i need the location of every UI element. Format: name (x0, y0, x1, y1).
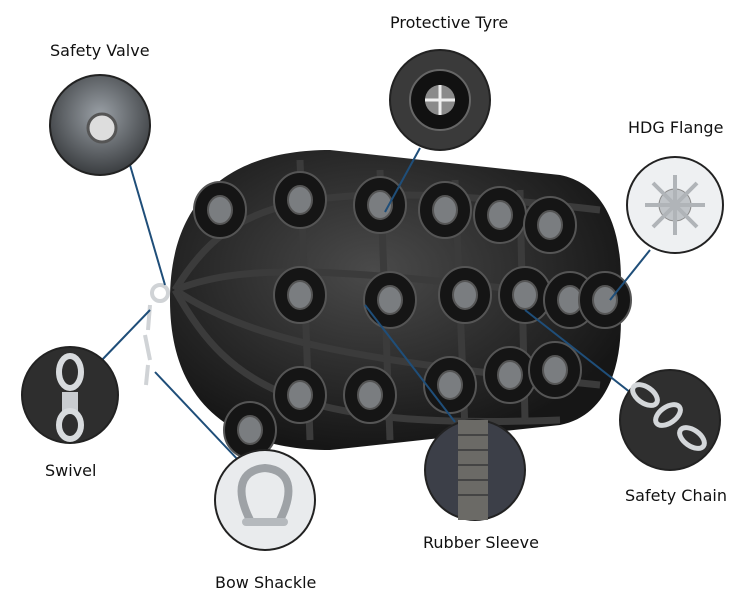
tyre-icon (483, 346, 537, 404)
label-hdg-flange: HDG Flange (628, 118, 724, 137)
label-safety-valve: Safety Valve (50, 41, 150, 60)
label-protective-tyre: Protective Tyre (390, 13, 509, 32)
detail-swivel (21, 346, 119, 444)
tyre-icon (273, 266, 327, 324)
tyre-icon (438, 266, 492, 324)
label-bow-shackle: Bow Shackle (215, 573, 317, 592)
detail-bow-shackle (214, 449, 316, 551)
detail-protective-tyre (389, 49, 491, 151)
tyre-icon (273, 366, 327, 424)
detail-safety-chain (619, 369, 721, 471)
tyre-icon (193, 181, 247, 239)
tyre-icon (343, 366, 397, 424)
label-safety-chain: Safety Chain (625, 486, 727, 505)
tyre-icon (418, 181, 472, 239)
tyre-icon (473, 186, 527, 244)
label-swivel: Swivel (45, 461, 97, 480)
tyre-icon (498, 266, 552, 324)
tyre-icon (353, 176, 407, 234)
tyre-icon (523, 196, 577, 254)
tyre-icon (423, 356, 477, 414)
detail-safety-valve (49, 74, 151, 176)
tyre-icon (273, 171, 327, 229)
detail-hdg-flange (626, 156, 724, 254)
tyre-icon (528, 341, 582, 399)
tyre-icon (363, 271, 417, 329)
detail-rubber-sleeve (424, 419, 526, 521)
leader-lines (99, 147, 651, 463)
tyre-icon (578, 271, 632, 329)
pneumatic-fender (143, 150, 632, 459)
label-rubber-sleeve: Rubber Sleeve (423, 533, 539, 552)
